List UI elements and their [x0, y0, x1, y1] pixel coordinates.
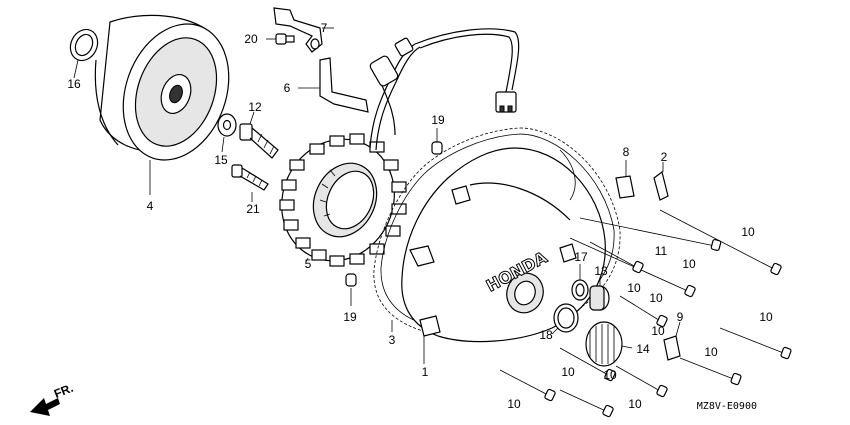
callout-10-d: 10 — [649, 291, 663, 305]
callout-10-k: 10 — [628, 397, 642, 411]
callout-3: 3 — [388, 333, 396, 347]
dowel-pin-lower — [345, 273, 357, 306]
wire-clamp — [653, 162, 669, 201]
callout-10-b: 10 — [682, 257, 696, 271]
callout-9: 9 — [676, 310, 684, 324]
crankshaft-cap-o-ring — [551, 303, 579, 335]
callout-10-f: 10 — [651, 324, 665, 338]
callout-1: 1 — [421, 365, 429, 379]
cover-bolts — [499, 209, 792, 418]
seal-ring — [69, 28, 99, 79]
callout-8: 8 — [622, 145, 630, 159]
diagram-code: MZ8V-E0900 — [696, 401, 757, 412]
callout-16: 16 — [67, 77, 81, 91]
callout-10-a: 10 — [741, 225, 755, 239]
callout-18: 18 — [539, 328, 553, 342]
timing-cap-o-ring — [571, 264, 589, 301]
callout-6: 6 — [283, 81, 291, 95]
callout-10-h: 10 — [561, 365, 575, 379]
callout-5: 5 — [304, 257, 312, 271]
wire-guide-plate — [298, 57, 369, 113]
callout-21: 21 — [246, 202, 260, 216]
bracket-bolt — [266, 33, 295, 45]
callout-11: 11 — [654, 244, 668, 258]
front-direction-arrow — [30, 398, 60, 416]
flywheel — [94, 14, 230, 195]
callout-15: 15 — [214, 153, 228, 167]
callout-19-lower: 19 — [343, 310, 357, 324]
callout-19-upper: 19 — [431, 113, 445, 127]
washer — [217, 113, 237, 153]
timing-hole-cap — [589, 278, 610, 311]
callout-20: 20 — [244, 32, 258, 46]
callout-7: 7 — [320, 21, 328, 35]
stator-bolt — [231, 164, 269, 202]
callout-10-e: 10 — [759, 310, 773, 324]
dowel-pin-upper — [431, 128, 443, 155]
callout-4: 4 — [146, 199, 154, 213]
harness-clip — [615, 160, 635, 199]
stator — [279, 133, 407, 267]
crankshaft-hole-cap — [585, 321, 633, 367]
callout-10-g: 10 — [704, 345, 718, 359]
wire-clamp-bracket — [273, 7, 334, 53]
callout-10-c: 10 — [627, 281, 641, 295]
hose-clamp — [663, 321, 681, 361]
callout-14: 14 — [636, 342, 650, 356]
left-crankcase-cover — [401, 147, 606, 364]
callout-12: 12 — [248, 100, 262, 114]
callout-10-i: 10 — [603, 368, 617, 382]
flywheel-bolt — [239, 111, 279, 159]
wire-harness — [369, 28, 520, 151]
callout-17: 17 — [574, 250, 588, 264]
callout-10-j: 10 — [507, 397, 521, 411]
callout-13: 13 — [594, 264, 608, 278]
callout-2: 2 — [660, 150, 668, 164]
